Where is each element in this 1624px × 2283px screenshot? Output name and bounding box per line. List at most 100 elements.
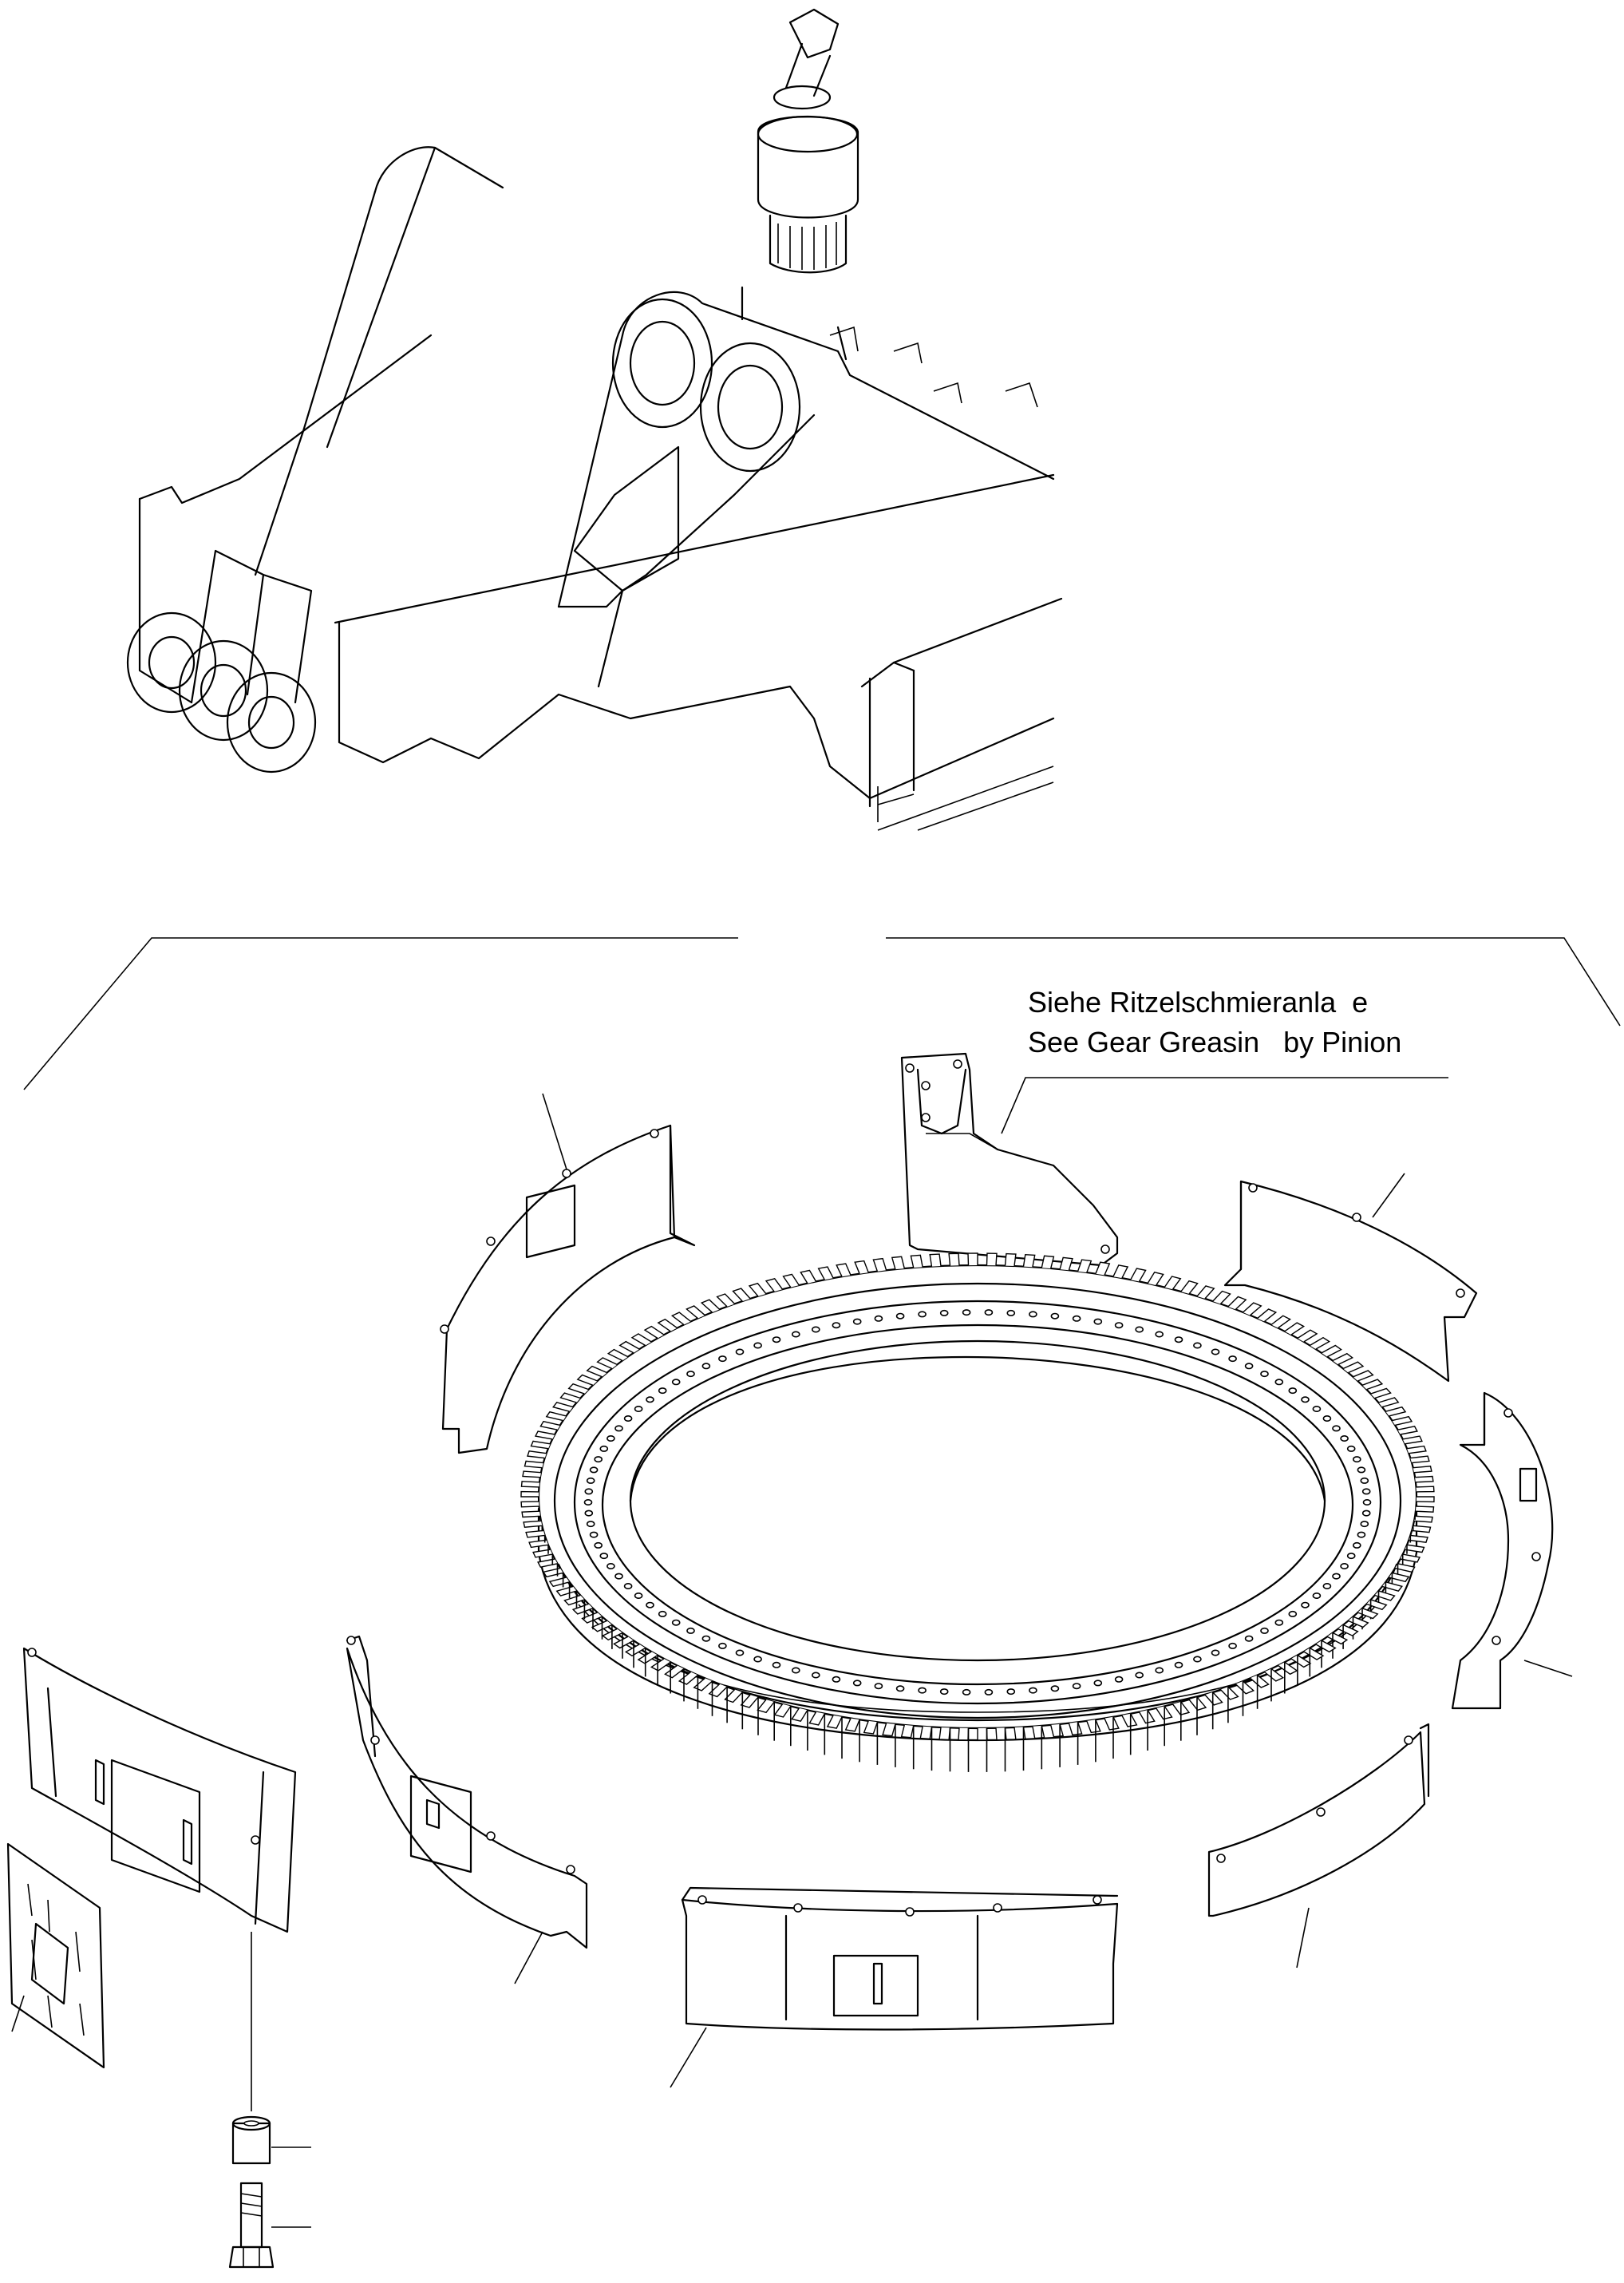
bolt-hole (1357, 1466, 1366, 1474)
gear-tooth (613, 1636, 634, 1649)
gear-tooth (1385, 1406, 1407, 1417)
gear-tooth (1410, 1455, 1430, 1464)
note-line-1: Siehe Ritzelschmieranla e (1028, 986, 1369, 1019)
bolt-hole (1155, 1331, 1164, 1338)
gear-tooth (1397, 1426, 1418, 1435)
gear-tooth (618, 1340, 640, 1354)
frame-cover-large (22, 1647, 297, 1933)
gear-tooth (1014, 1727, 1026, 1740)
gear-tooth (808, 1711, 825, 1726)
bolt-hole (1346, 1445, 1356, 1452)
gear-tooth (958, 1727, 970, 1741)
gear-tooth (700, 1299, 721, 1313)
gear-tooth (693, 1677, 713, 1691)
bolt-hole (614, 1425, 623, 1432)
gear-tooth (1415, 1475, 1434, 1483)
bolt-hole (599, 1445, 609, 1452)
bolt-hole (1322, 1415, 1332, 1422)
bolt-hole (1155, 1667, 1164, 1674)
bolt-hole (1072, 1315, 1081, 1322)
bolt-hole (832, 1322, 841, 1329)
gear-tooth (708, 1684, 728, 1698)
gear-tooth (1416, 1496, 1435, 1503)
bolt-hole (1174, 1336, 1183, 1343)
bolt-hole (772, 1661, 781, 1668)
bolt-hole (852, 1680, 862, 1687)
bolt-hole (623, 1415, 633, 1422)
gear-tooth (836, 1263, 852, 1277)
bolt-hole (1193, 1656, 1202, 1663)
gear-tooth (559, 1392, 581, 1403)
bolt-hole (599, 1553, 609, 1560)
gear-tooth (826, 1715, 843, 1729)
gear-tooth (532, 1549, 553, 1558)
gear-tooth (545, 1411, 567, 1422)
gear-tooth (567, 1383, 589, 1395)
gear-tooth (1389, 1572, 1410, 1583)
gear-tooth (1361, 1379, 1384, 1391)
bolt-hole (1211, 1348, 1220, 1355)
gear-cover-segment-top-right (1223, 1173, 1478, 1383)
gear-tooth (1004, 1252, 1017, 1267)
gear-tooth (1415, 1506, 1435, 1513)
bolt-hole (918, 1687, 927, 1694)
bolt-hole (646, 1396, 654, 1403)
gear-tooth (919, 1726, 933, 1740)
gear-tooth (1235, 1680, 1255, 1695)
gear-tooth (1392, 1415, 1413, 1426)
gear-tooth (1257, 1308, 1278, 1323)
gear-tooth (586, 1365, 607, 1378)
gear-tooth (863, 1720, 879, 1735)
bolt-hole (1312, 1406, 1322, 1413)
gear-tooth (520, 1501, 539, 1508)
gear-tooth (1204, 1691, 1223, 1706)
gear-tooth (1121, 1713, 1138, 1727)
gear-tooth (1068, 1722, 1083, 1736)
bolt-hole (1135, 1326, 1144, 1333)
gear-tooth (555, 1585, 577, 1597)
gear-tooth (1400, 1553, 1421, 1563)
bolt-hole (1332, 1425, 1341, 1432)
gear-tooth (716, 1293, 736, 1308)
bolt-hole (1135, 1672, 1144, 1679)
bolt-hole (594, 1456, 603, 1463)
gear-tooth (670, 1312, 692, 1326)
gear-tooth (782, 1273, 800, 1288)
bolt-hole (634, 1406, 643, 1413)
bolt-hole (1288, 1610, 1298, 1617)
gear-tooth (1227, 1296, 1247, 1310)
bolt-hole (1360, 1477, 1369, 1484)
gear-tooth (1147, 1272, 1164, 1286)
gear-tooth (1416, 1486, 1435, 1493)
gear-tooth (607, 1348, 629, 1362)
gear-cover-segment-bottom (670, 1886, 1119, 2088)
bolt-hole (589, 1466, 599, 1474)
gear-tooth (891, 1256, 905, 1270)
gear-cover-segment-left (346, 1635, 588, 1984)
bolt (228, 2182, 311, 2269)
bolt-hole (1244, 1363, 1254, 1370)
gear-tooth (1309, 1336, 1331, 1350)
bolt-hole (671, 1379, 681, 1386)
swing-ring-gear (520, 1252, 1435, 1772)
gear-tooth (563, 1594, 585, 1606)
bolt-hole (614, 1573, 623, 1580)
gear-tooth (929, 1253, 942, 1267)
gear-tooth (910, 1254, 923, 1268)
bolt-hole (586, 1477, 595, 1484)
bolt-hole (1050, 1312, 1060, 1320)
gear-tooth (817, 1266, 834, 1280)
gear-tooth (967, 1252, 978, 1266)
gear-tooth (643, 1325, 665, 1339)
gear-tooth (527, 1450, 547, 1459)
bolt-hole (718, 1355, 727, 1363)
gear-tooth (1130, 1268, 1147, 1282)
bolt-hole (918, 1311, 927, 1318)
gear-tooth (1284, 1322, 1306, 1335)
gear-tooth (938, 1727, 951, 1741)
bolt-hole (607, 1563, 615, 1570)
gear-tooth (1378, 1397, 1400, 1408)
bolt-hole (1114, 1322, 1124, 1329)
bolt-hole (1006, 1309, 1016, 1316)
gear-tooth (854, 1260, 869, 1274)
